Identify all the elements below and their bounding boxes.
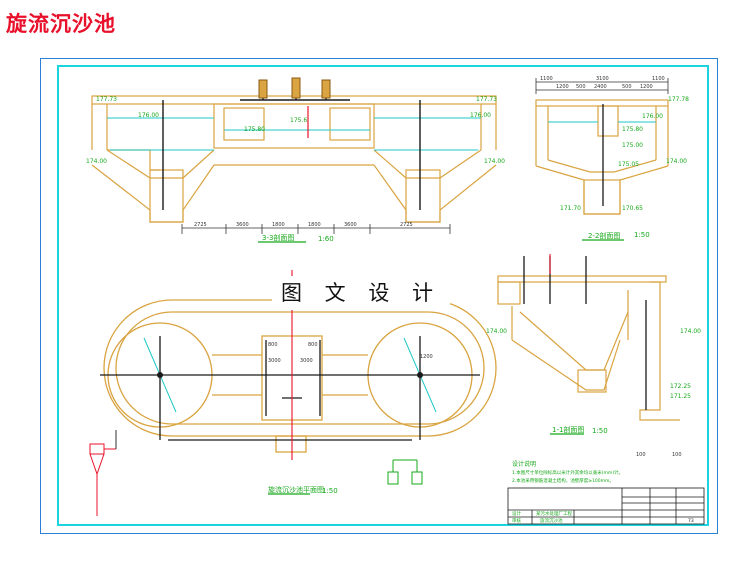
- sheet-inner-border: [57, 65, 709, 526]
- section-1-1: [497, 275, 680, 421]
- dim-label: 3600: [344, 222, 357, 228]
- dim-label: 1800: [308, 222, 321, 228]
- motor-icon: [258, 79, 268, 99]
- title-block-label: 审核: [512, 517, 521, 524]
- section-3-3-caption: 3-3剖面图 1:60: [258, 233, 334, 243]
- plan-dims: 800 800 3000 3000 1200: [268, 342, 433, 364]
- plan-outline: [103, 299, 497, 437]
- dim-label: 3000: [268, 358, 281, 364]
- plan-label: 旋流沉沙池平面图: [268, 485, 324, 494]
- section-1-1-elevations: 174.00 174.00 172.25 171.25: [486, 328, 701, 400]
- notes-title: 设计说明: [512, 460, 536, 468]
- section-2-2-caption: 2-2剖面图 1:50: [582, 231, 650, 241]
- section-2-2-elevations: 177.78 176.00 175.80 175.00 175.05 174.0…: [560, 96, 689, 212]
- dim-label: 800: [268, 342, 278, 348]
- mid-channel: [213, 103, 375, 149]
- title-block-project: 某污水处理厂工程: [536, 510, 572, 517]
- dim-label: 800: [308, 342, 318, 348]
- elev-label: 172.25: [670, 383, 691, 390]
- elev-label: 177.78: [668, 96, 689, 103]
- dim-label: 3000: [300, 358, 313, 364]
- elev-label: 176.00: [470, 112, 491, 119]
- dim-label: 1100: [652, 76, 665, 82]
- dim-label: 2725: [400, 222, 413, 228]
- dim-label: 3100: [596, 76, 609, 82]
- section-3-3-dim-labels: 2725 3600 1800 1800 3600 2725: [194, 222, 413, 228]
- elev-label: 175.80: [244, 126, 265, 133]
- plan-steel: [100, 336, 480, 441]
- elev-label: 174.00: [86, 158, 107, 165]
- motor-icon: [321, 79, 331, 99]
- section-scale: 1:50: [634, 231, 650, 239]
- dim-label: 1100: [540, 76, 553, 82]
- dim-label: 1200: [420, 354, 433, 360]
- elev-label: 171.70: [560, 205, 581, 212]
- note-item: 2.本池采用钢筋混凝土结构，池壁厚度≥100mm。: [512, 477, 614, 484]
- note-item: 1.本图尺寸单位除标高以米计外其余均以毫米(mm)计。: [512, 469, 623, 476]
- valve-detail: [89, 430, 117, 516]
- section-label: 3-3剖面图: [262, 233, 294, 242]
- dim-label: 100: [636, 452, 646, 458]
- dim-label: 2400: [594, 84, 607, 90]
- elev-label: 176.00: [138, 112, 159, 119]
- title-block-text: 设计 审核 某污水处理厂工程 旋流沉沙池 73: [512, 510, 694, 524]
- dim-label: 1800: [272, 222, 285, 228]
- section-3-3-dimline: [181, 224, 451, 234]
- dim-label: 1200: [640, 84, 653, 90]
- section-3-3-elevations: 177.73 177.73 176.00 176.00 175.80 175.6…: [86, 96, 505, 165]
- section-1-1-caption: 1-1剖面图 1:50: [550, 425, 608, 435]
- green-markers: [387, 459, 423, 485]
- elev-label: 175.00: [622, 142, 643, 149]
- section-2-2-dims: [535, 78, 669, 94]
- elev-label: 176.00: [642, 113, 663, 120]
- elev-label: 175.6: [290, 117, 307, 124]
- section-scale: 1:60: [318, 235, 334, 243]
- elev-label: 174.00: [486, 328, 507, 335]
- watermark-text: 图 文 设 计: [272, 276, 450, 310]
- section-label: 2-2剖面图: [588, 231, 620, 240]
- section-2-2: [535, 99, 669, 215]
- title-block-drawing: 旋流沉沙池: [540, 517, 563, 524]
- motor-icon: [291, 77, 301, 99]
- pivot-icon: [417, 372, 423, 378]
- section-3-3-motors: [258, 77, 331, 99]
- dim-label: 1200: [556, 84, 569, 90]
- plan-scale: 1:50: [322, 487, 338, 495]
- elev-label: 175.05: [618, 161, 639, 168]
- dim-label: 100: [672, 452, 682, 458]
- elev-label: 175.80: [622, 126, 643, 133]
- section-3-3-steel: [162, 80, 421, 210]
- elev-label: 174.00: [484, 158, 505, 165]
- dim-label: 3600: [236, 222, 249, 228]
- plan-caption: 旋流沉沙池平面图 1:50: [268, 485, 338, 495]
- title-block-label: 设计: [512, 510, 521, 517]
- elev-label: 171.25: [670, 393, 691, 400]
- page-title: 旋流沉沙池: [6, 11, 116, 36]
- pivot-icon: [157, 372, 163, 378]
- design-notes: 设计说明 1.本图尺寸单位除标高以米计外其余均以毫米(mm)计。 2.本池采用钢…: [512, 460, 623, 484]
- elev-label: 174.00: [680, 328, 701, 335]
- section-3-3-water: [107, 117, 481, 151]
- elev-label: 174.00: [666, 158, 687, 165]
- section-scale: 1:50: [592, 427, 608, 435]
- dim-label: 500: [576, 84, 586, 90]
- sheet-outer-border: [40, 58, 718, 534]
- elev-label: 177.73: [96, 96, 117, 103]
- dim-label: 2725: [194, 222, 207, 228]
- section-label: 1-1剖面图: [552, 425, 584, 434]
- elev-label: 177.73: [476, 96, 497, 103]
- sheet-number: 73: [688, 518, 694, 524]
- title-block: [507, 487, 705, 525]
- dim-label: 500: [622, 84, 632, 90]
- elev-label: 170.65: [622, 205, 643, 212]
